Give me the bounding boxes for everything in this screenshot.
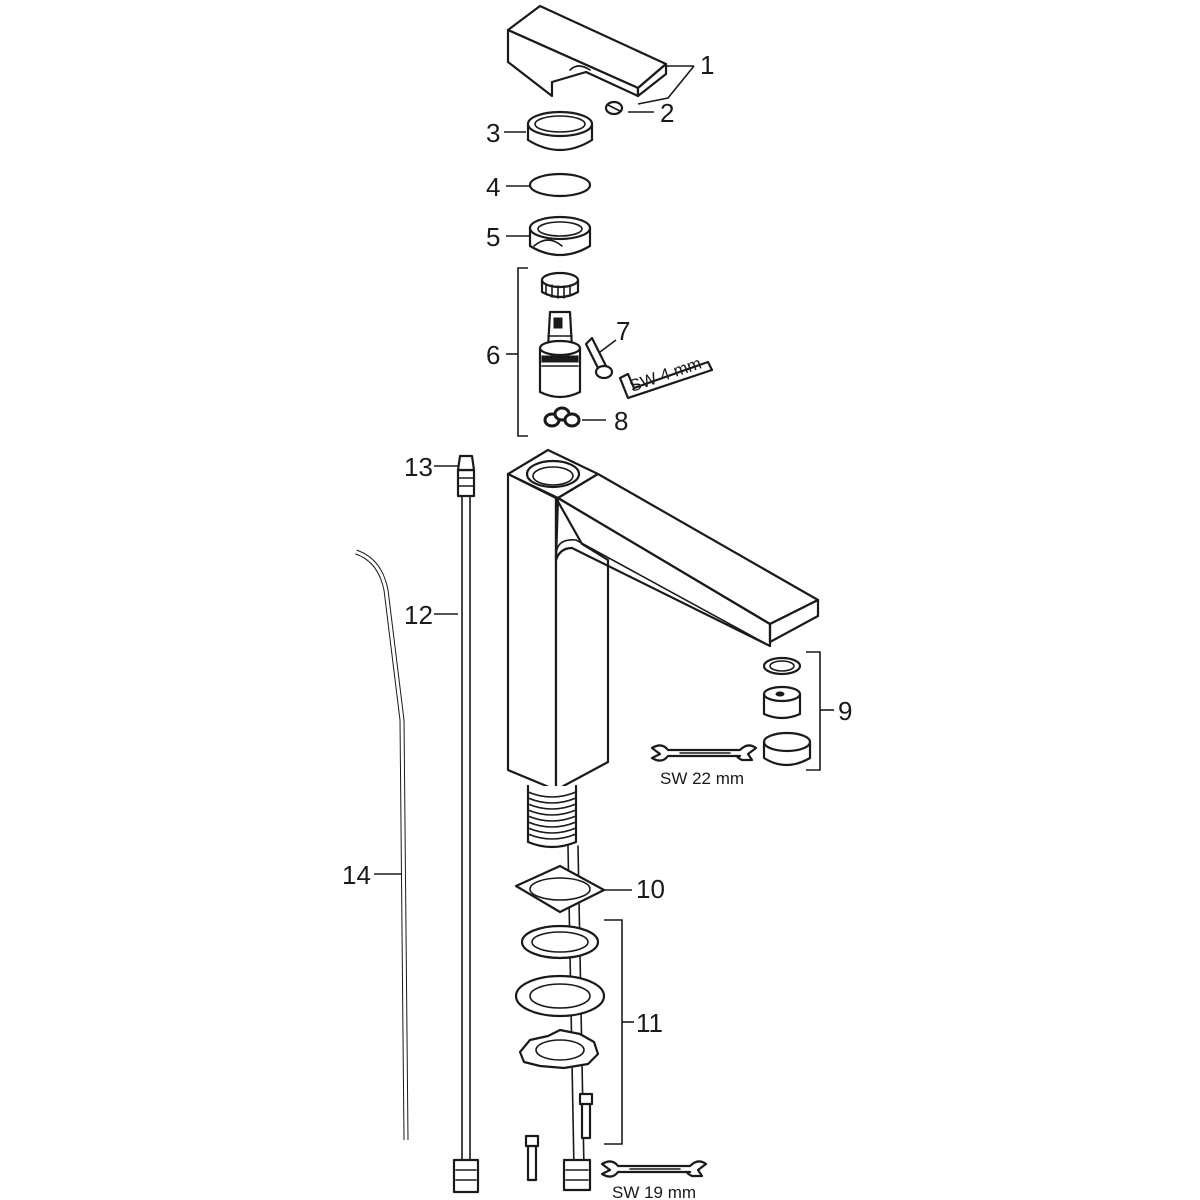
label-9: 9: [838, 696, 852, 726]
label-11: 11: [636, 1008, 663, 1038]
hex-key-label: SW 4 mm: [627, 354, 704, 396]
wrench-22-tool: [650, 744, 758, 762]
bracket-6: [517, 267, 528, 437]
label-12: 12: [404, 600, 433, 630]
label-5: 5: [486, 222, 500, 252]
part-3-cover-sleeve: [526, 110, 594, 151]
bracket-11: [604, 919, 623, 1145]
part-2-grub-screw: [604, 100, 624, 116]
label-4: 4: [486, 172, 500, 202]
wrench-19-label: SW 19 mm: [612, 1183, 696, 1200]
threaded-shank: [526, 784, 578, 849]
hex-key-tool: [618, 360, 714, 400]
label-3: 3: [486, 118, 500, 148]
part-13-hose-tip: [456, 454, 476, 472]
part-7-screw: [584, 336, 614, 380]
label-1: 1: [700, 50, 714, 80]
part-5-bush: [528, 215, 592, 256]
faucet-body: [506, 448, 820, 792]
part-8-seals: [543, 406, 581, 428]
label-2: 2: [660, 98, 674, 128]
label-10: 10: [636, 874, 665, 904]
part-1-lever-handle: [506, 4, 668, 98]
label-6: 6: [486, 340, 500, 370]
part-9-aerator-set: [762, 656, 812, 767]
part-4-o-ring: [528, 172, 592, 198]
wrench-22-label: SW 22 mm: [660, 769, 744, 788]
label-13: 13: [404, 452, 433, 482]
part-12-hose: [452, 468, 480, 1194]
part-6-cartridge: [538, 271, 582, 399]
bracket-9: [806, 651, 821, 771]
leader-lines: [374, 65, 834, 1023]
label-14: 14: [342, 860, 371, 890]
part-14-stabilizer-rod: [355, 549, 409, 1141]
label-8: 8: [614, 406, 628, 436]
hose-connector-center: [562, 1158, 592, 1192]
wrench-19-tool: [600, 1160, 708, 1178]
label-7: 7: [616, 316, 630, 346]
part-11-fixing-set: [514, 924, 606, 1182]
part-10-gasket: [514, 864, 606, 914]
